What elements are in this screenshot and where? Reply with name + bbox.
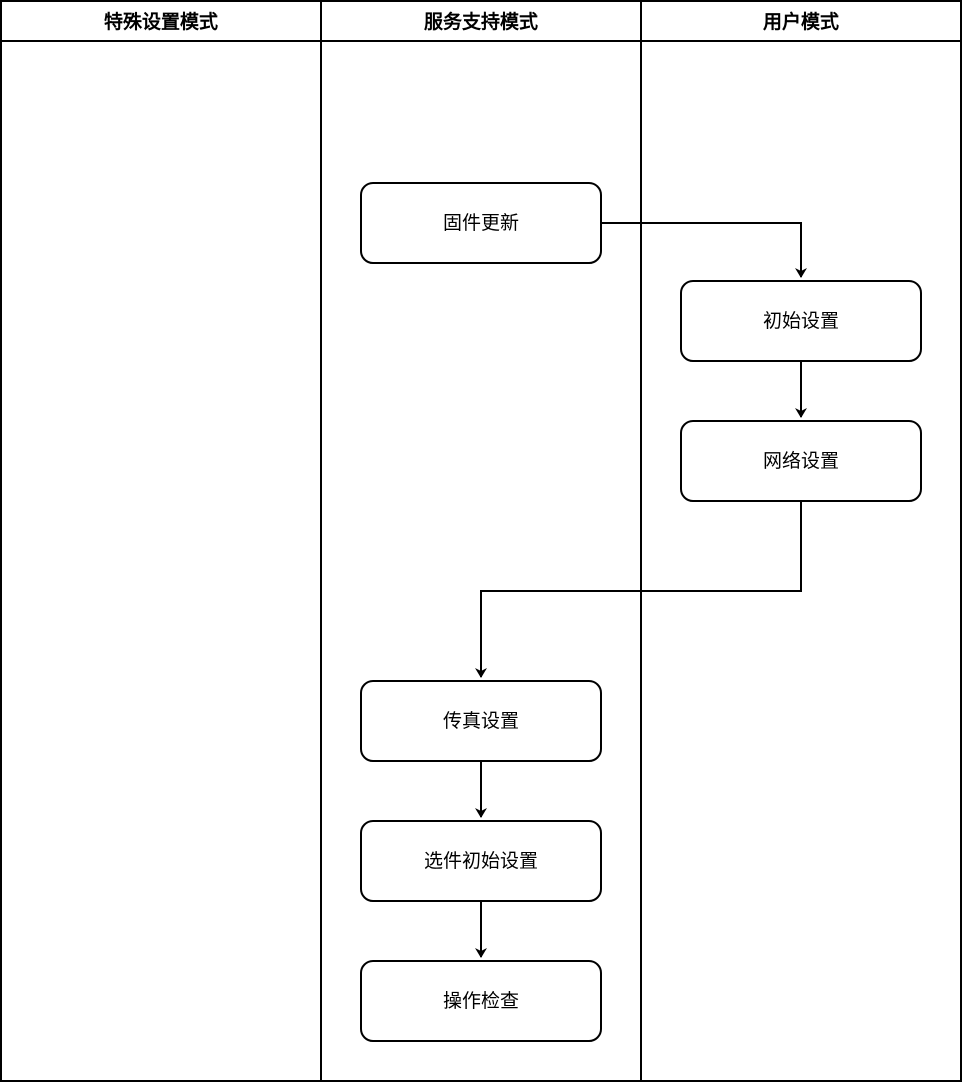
node-label: 网络设置 [763, 450, 839, 472]
node-network-setup[interactable]: 网络设置 [680, 420, 922, 502]
node-initial-setup[interactable]: 初始设置 [680, 280, 922, 362]
node-label: 选件初始设置 [424, 850, 538, 872]
node-operation-check[interactable]: 操作检查 [360, 960, 602, 1042]
node-label: 固件更新 [443, 212, 519, 234]
node-firmware-update[interactable]: 固件更新 [360, 182, 602, 264]
edge-network-to-fax [475, 501, 802, 678]
node-fax-setup[interactable]: 传真设置 [360, 680, 602, 762]
edge-firmware-to-initial [601, 222, 807, 278]
lane-title-user: 用户模式 [763, 10, 839, 33]
lane-title-service: 服务支持模式 [424, 10, 538, 33]
node-option-initial-setup[interactable]: 选件初始设置 [360, 820, 602, 902]
node-label: 传真设置 [443, 710, 519, 732]
lane-title-special: 特殊设置模式 [104, 10, 218, 33]
node-label: 操作检查 [443, 990, 519, 1012]
node-label: 初始设置 [763, 310, 839, 332]
